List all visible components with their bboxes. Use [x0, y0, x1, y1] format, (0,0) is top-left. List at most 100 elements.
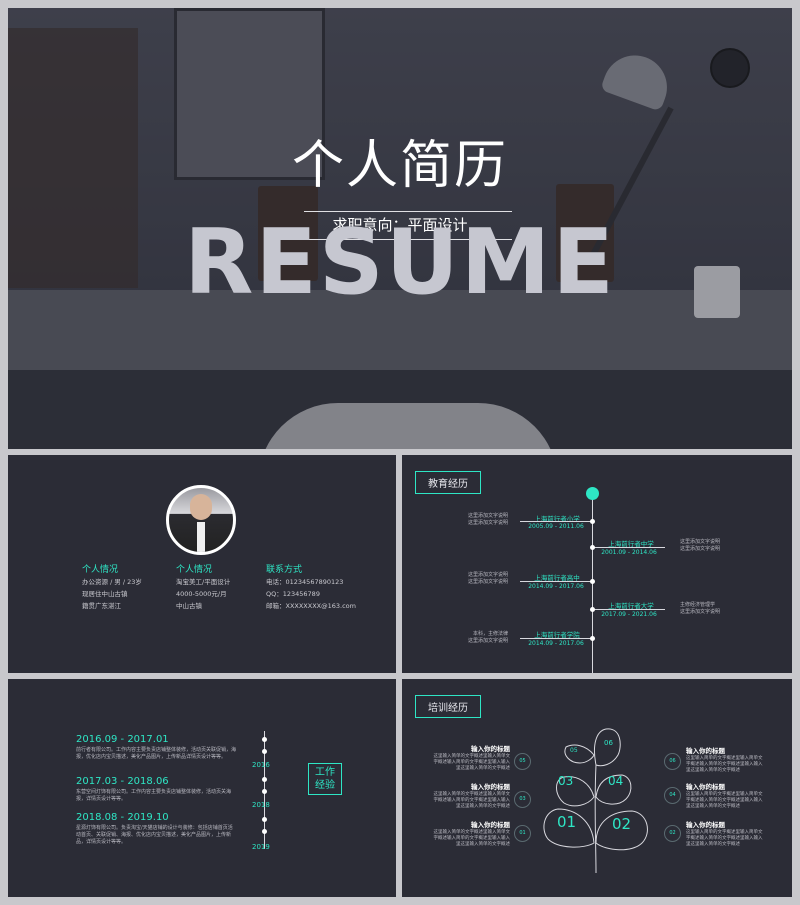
training-title: 培训经历 [415, 695, 481, 718]
title-rule-bottom [304, 239, 512, 240]
education-slide: 教育经历 这里添加文字说明 这里添加文字说明 上海前行者小学 2005.09 -… [402, 455, 792, 673]
timeline-line [592, 495, 593, 673]
training-item-title: 输入你的标题 [686, 821, 725, 829]
timeline-node [262, 789, 267, 794]
training-num-circle: 01 [514, 825, 531, 842]
timeline-node [590, 636, 595, 641]
training-num-circle: 06 [664, 753, 681, 770]
work-entry: 2018.08 - 2019.10 星源灯饰有限公司。负责淘宝/天猫店铺的设计与… [76, 811, 236, 846]
training-item-title: 输入你的标题 [686, 783, 725, 791]
profile-line: 4000-5000元/月 [176, 590, 227, 598]
edu-connector [593, 547, 665, 548]
edu-desc-line: 这里添加文字说明 [680, 546, 721, 552]
edu-school: 上海前行者中学 [608, 540, 654, 548]
work-entry: 2017.03 - 2018.06 东营空间灯饰有限公司。工作内容主要负责店铺整… [76, 775, 236, 803]
edu-school: 上海前行者大学 [608, 602, 654, 610]
edu-desc-line: 这里添加文字说明 [467, 638, 508, 644]
phone-text: 电话：01234567890123 [266, 578, 344, 586]
training-item-title: 输入你的标题 [471, 783, 510, 791]
leaf-04 [595, 774, 632, 805]
avatar-head [190, 494, 212, 520]
profile-slide: 个人情况 办公资源 / 男 / 23岁 现居住中山古镇 籍贯广东湛江 个人情况 … [8, 455, 396, 673]
timeline-node [590, 545, 595, 550]
training-item-title: 输入你的标题 [471, 745, 510, 753]
training-desc: 这里输入简单的文字概述里输入简单文 [433, 830, 511, 835]
profile-heading-1: 个人情况 [82, 565, 119, 575]
timeline-node [590, 579, 595, 584]
training-desc: 这里输入简单的文字概述里输入简单文 [686, 792, 763, 797]
training-desc: 字概述输入简单的文字概述里输入输入 [686, 836, 763, 841]
edu-school: 上海前行者小学 [534, 515, 580, 523]
profile-line: 淘宝美工/平面设计 [176, 578, 231, 586]
training-item-title: 输入你的标题 [686, 747, 725, 755]
training-desc: 里这里输入简单的文字概述 [686, 804, 740, 809]
timeline-node [590, 607, 595, 612]
training-slide: 培训经历 输入你的标题 这里输入简单的文字概述里输入简单文 字概述输入简单的文字… [402, 679, 792, 897]
edu-desc-line: 这里添加文字说明 [467, 520, 508, 526]
training-desc: 字概述输入简单的文字概述里输入输入 [433, 836, 511, 841]
training-desc: 这里输入简单的文字概述里输入简单文 [433, 754, 511, 759]
leaf-05 [564, 744, 595, 764]
leaf-num: 03 [558, 774, 574, 788]
year-label: 2019 [252, 843, 270, 851]
edu-desc-line: 主修经济管理学 [680, 602, 716, 608]
resume-word: RESUME [184, 210, 616, 315]
edu-desc-line: 这里添加文字说明 [680, 539, 721, 545]
leaf-tree [543, 728, 648, 873]
edu-desc: 主修经济管理学 这里添加文字说明 [680, 602, 750, 616]
leaf-02 [595, 810, 648, 851]
timeline-node [262, 737, 267, 742]
leaf-06 [593, 728, 621, 767]
avatar [166, 485, 236, 555]
training-desc: 字概述输入简单的文字概述里输入输入 [686, 762, 763, 767]
mug [694, 266, 740, 318]
work-desc: 东营空间灯饰有限公司。工作内容主要负责店铺整体装修，活动页关海报，详情页设计等等… [76, 789, 232, 802]
clock-icon [710, 48, 750, 88]
training-item-title: 输入你的标题 [471, 821, 510, 829]
leaf-num: 06 [604, 739, 613, 747]
timeline-node [262, 817, 267, 822]
edu-desc-line: 本科，主修法律 [472, 631, 508, 637]
title-rule-top [304, 211, 512, 212]
timeline-node [590, 519, 595, 524]
training-item: 输入你的标题 这里输入简单的文字概述里输入简单文 字概述输入简单的文字概述里输入… [414, 783, 511, 810]
edu-desc-line: 这里添加文字说明 [680, 609, 721, 615]
training-num-circle: 03 [514, 791, 531, 808]
training-num-circle: 04 [664, 787, 681, 804]
timeline-top-dot [586, 487, 599, 500]
cover-subtitle: 求职意向：平面设计 [332, 216, 468, 234]
contact-heading: 联系方式 [266, 565, 303, 575]
cover-title: 个人简历 [291, 136, 508, 196]
leaf-num: 04 [608, 774, 624, 788]
edu-desc: 这里添加文字说明 这里添加文字说明 [450, 513, 508, 527]
profile-col-2: 个人情况 淘宝美工/平面设计 4000-5000元/月 中山古镇 [176, 563, 266, 611]
leaf-num: 05 [570, 747, 578, 754]
leaf-num: 01 [557, 813, 577, 831]
training-desc: 字概述输入简单的文字概述里输入输入 [433, 798, 511, 803]
training-desc: 字概述输入简单的文字概述里输入输入 [686, 798, 763, 803]
work-entry: 2016.09 - 2017.01 前行者有限公司。工作内容主要负责店铺整体装修… [76, 733, 236, 761]
avatar-shirt [197, 522, 205, 552]
email-text: 邮箱：XXXXXXXX@163.com [266, 602, 356, 610]
training-desc: 这里输入简单的文字概述里输入简单文 [686, 756, 763, 761]
edu-desc: 这里添加文字说明 这里添加文字说明 [450, 572, 508, 586]
timeline-node [262, 777, 267, 782]
training-desc: 里这里输入简单的文字概述 [456, 804, 510, 809]
year-label: 2016 [252, 761, 270, 769]
work-desc: 前行者有限公司。工作内容主要负责店铺整体装修，活动页关联促销，海报，优化店内宝贝… [76, 747, 237, 760]
work-date: 2017.03 - 2018.06 [76, 776, 169, 787]
training-item: 输入你的标题 这里输入简单的文字概述里输入简单文 字概述输入简单的文字概述里输入… [414, 821, 511, 848]
picture-frame [174, 8, 325, 180]
edu-desc: 本科，主修法律 这里添加文字说明 [450, 631, 508, 645]
edu-date: 2001.09 - 2014.06 [601, 549, 657, 556]
education-title: 教育经历 [415, 471, 481, 494]
training-desc: 里这里输入简单的文字概述 [686, 768, 740, 773]
work-label-line: 工作 [315, 767, 335, 778]
training-num-circle: 05 [514, 753, 531, 770]
edu-date: 2014.09 - 2017.06 [528, 640, 584, 647]
edu-date: 2017.09 - 2021.06 [601, 611, 657, 618]
training-desc: 字概述输入简单的文字概述里输入输入 [433, 760, 511, 765]
leaf-01 [543, 808, 595, 848]
timeline-node [262, 749, 267, 754]
profile-line: 办公资源 / 男 / 23岁 [82, 578, 142, 586]
